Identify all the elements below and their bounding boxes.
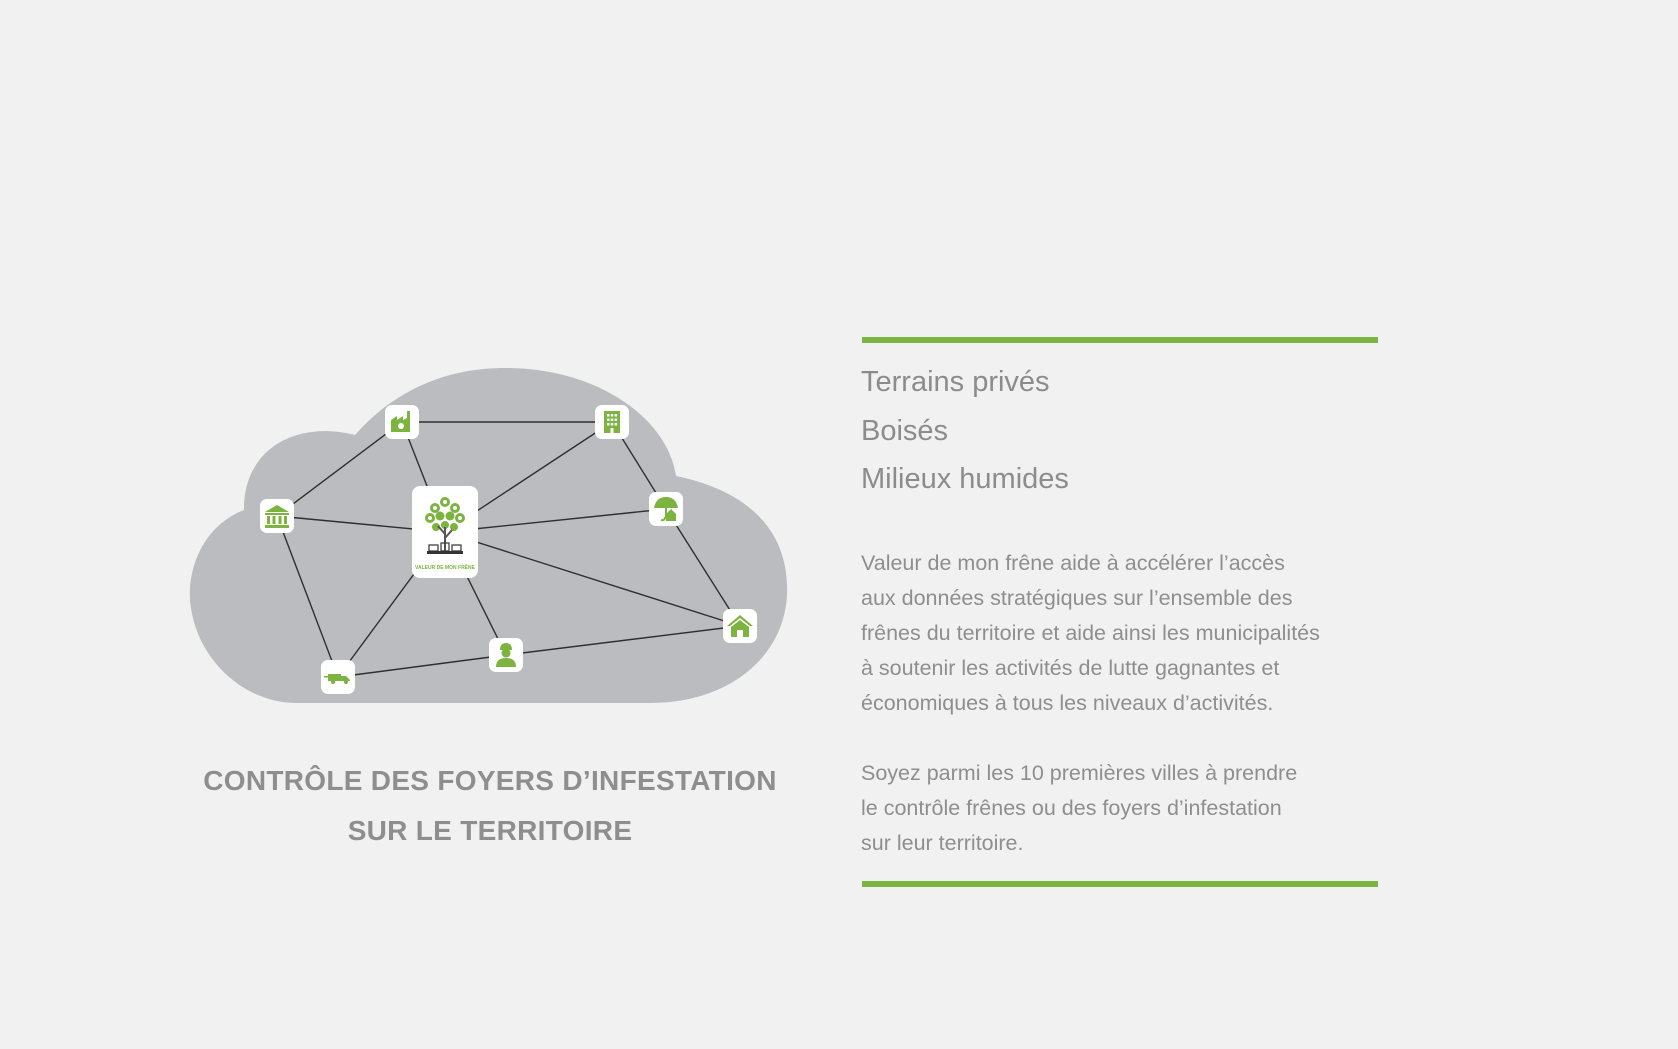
worker-icon <box>496 643 516 667</box>
factory-node <box>385 405 419 439</box>
bank-node <box>260 499 294 533</box>
network-cloud-diagram: VALEUR DE MON FRÊNE <box>189 368 788 703</box>
tree-logo-label: VALEUR DE MON FRÊNE <box>415 563 476 571</box>
house-icon <box>727 615 753 637</box>
terrain-item: Boisés <box>861 414 949 447</box>
truck-icon <box>324 674 350 684</box>
building-icon <box>604 411 620 433</box>
terrain-type-list: Terrains privés Boisés Milieux humides <box>861 358 1069 504</box>
paragraph-line: le contrôle frênes ou des foyers d’infes… <box>861 796 1282 820</box>
paragraph-line: Soyez parmi les 10 premières villes à pr… <box>861 761 1298 785</box>
paragraph-line: Valeur de mon frêne aide à accélérer l’a… <box>861 551 1285 575</box>
umbrella-house-icon <box>654 497 678 522</box>
paragraph-line: frênes du territoire et aide ainsi les m… <box>861 621 1320 645</box>
tree-icon <box>425 497 465 554</box>
worker-node <box>489 638 523 672</box>
connection-lines <box>276 421 741 678</box>
caption-line-2: SUR LE TERRITOIRE <box>347 815 633 846</box>
cloud-shape <box>189 368 788 703</box>
paragraph-line: aux données stratégiques sur l’ensemble … <box>861 586 1293 610</box>
description-paragraph: Valeur de mon frêne aide à accélérer l’a… <box>861 546 1381 721</box>
factory-icon <box>391 411 410 432</box>
house-node <box>723 609 757 643</box>
truck-node <box>321 660 355 694</box>
call-to-action-paragraph: Soyez parmi les 10 premières villes à pr… <box>861 756 1381 861</box>
building-node <box>595 405 629 439</box>
bottom-accent-divider <box>862 881 1378 887</box>
caption-line-1: CONTRÔLE DES FOYERS D’INFESTATION <box>203 765 777 796</box>
terrain-item: Milieux humides <box>861 463 1069 495</box>
tree-center-node: VALEUR DE MON FRÊNE <box>412 486 478 578</box>
diagram-caption: CONTRÔLE DES FOYERS D’INFESTATION SUR LE… <box>170 756 810 856</box>
terrain-item: Terrains privés <box>861 366 1050 398</box>
paragraph-line: à soutenir les activités de lutte gagnan… <box>861 656 1280 680</box>
paragraph-line: sur leur territoire. <box>861 831 1024 855</box>
top-accent-divider <box>862 337 1378 343</box>
paragraph-line: économiques à tous les niveaux d’activit… <box>861 691 1274 715</box>
umbrella-house-node <box>649 492 683 526</box>
bank-icon <box>265 505 289 528</box>
